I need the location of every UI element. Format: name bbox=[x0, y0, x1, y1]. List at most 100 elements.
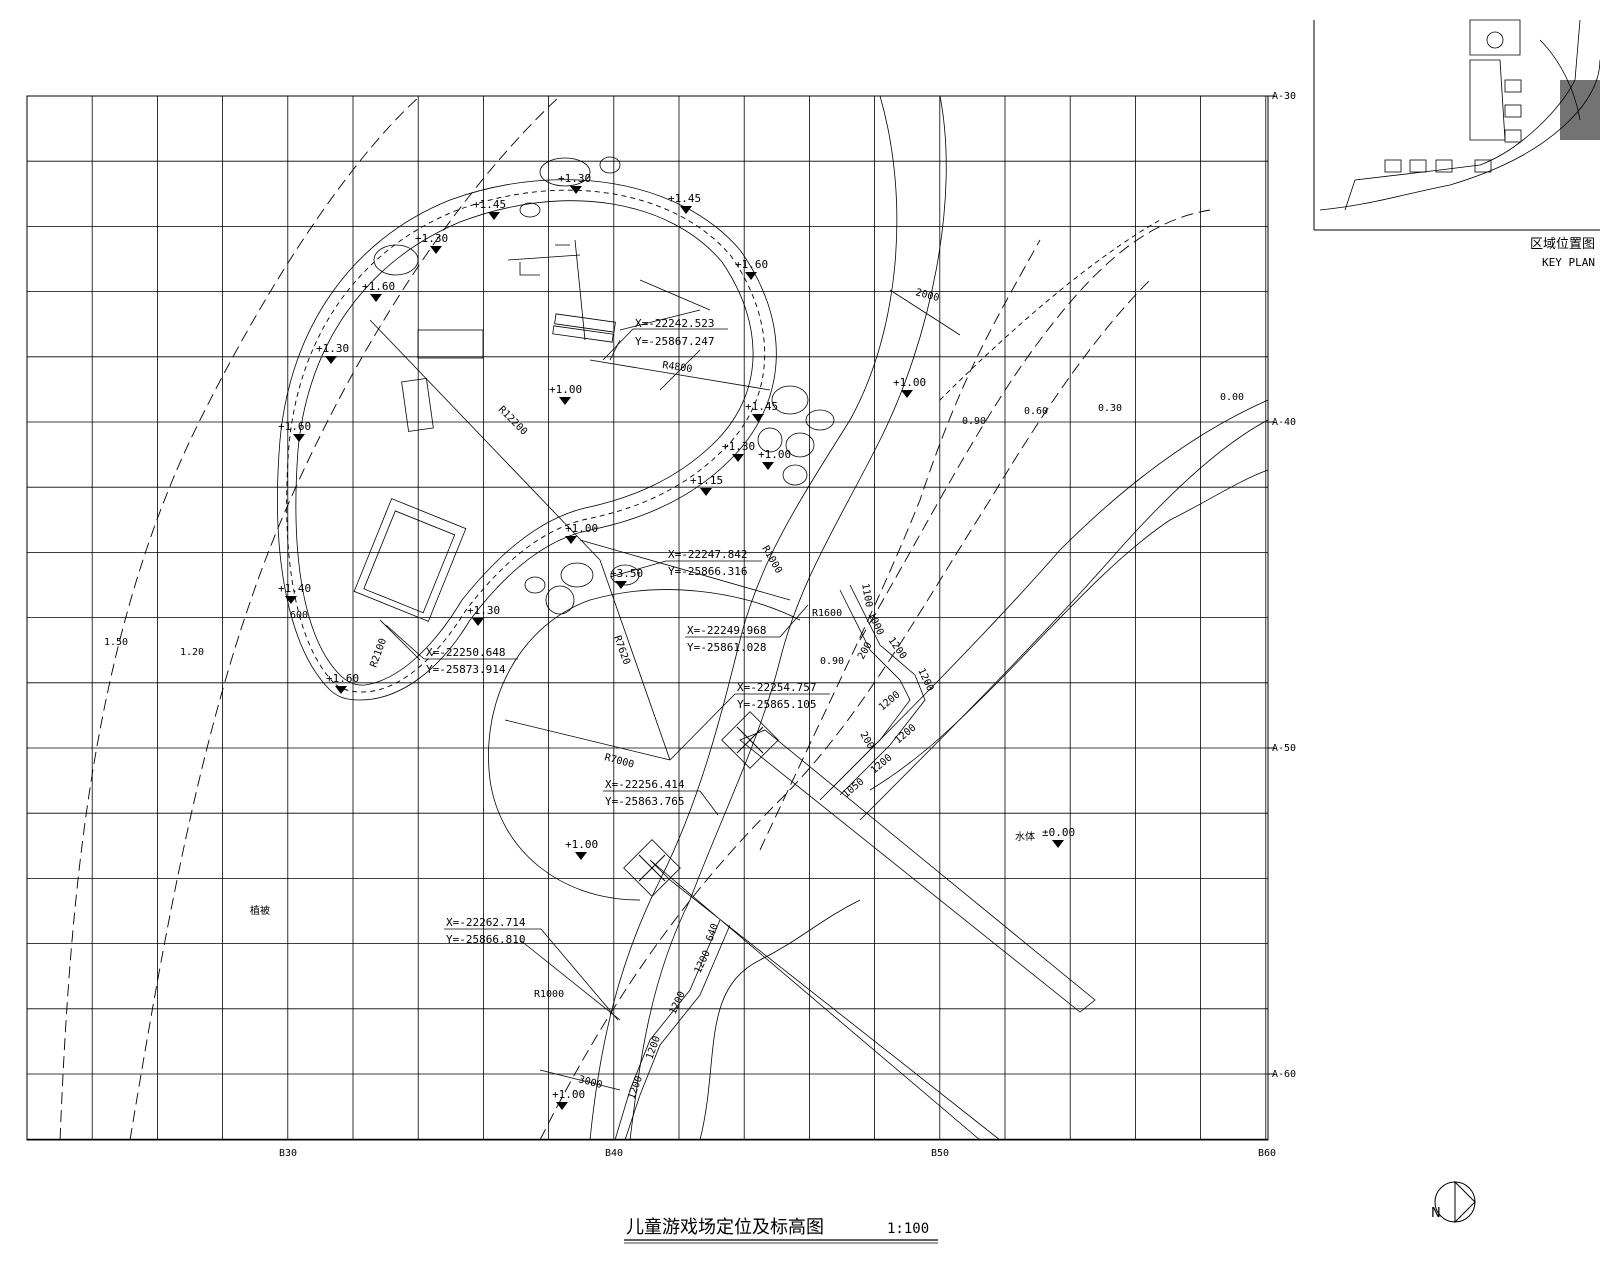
elevation-label: +1.60 bbox=[326, 672, 359, 685]
coordinate-callout: X=-22250.648 Y=-25873.914 bbox=[385, 624, 518, 676]
plaza-arc bbox=[369, 289, 961, 1091]
dimension-label: 2000 bbox=[914, 287, 940, 304]
elevation-marker: +1.45 bbox=[745, 400, 778, 422]
dimension-label: 1200 bbox=[915, 667, 935, 693]
grass-area-label: 植被 bbox=[250, 904, 270, 917]
coord-x: X=-22256.414 bbox=[605, 778, 685, 791]
axis-a40: A-40 bbox=[1272, 417, 1296, 428]
elevation-marker: +1.40 bbox=[278, 582, 311, 604]
dimension-labels: 2000 600 1100 1000 1200 1200 200 200 120… bbox=[290, 287, 940, 1101]
coordinate-callouts: X=-22242.523 Y=-25867.247 X=-22247.842 Y… bbox=[385, 317, 830, 1021]
elevation-label: +1.00 bbox=[565, 522, 598, 535]
contour-label: 0.90 bbox=[820, 656, 844, 667]
elevation-marker: +1.00 bbox=[565, 838, 598, 860]
elevation-marker: +1.00 bbox=[552, 1088, 585, 1110]
key-plan-label-en: KEY PLAN bbox=[1542, 256, 1595, 269]
radius-label: R1000 bbox=[759, 544, 784, 576]
elevation-marker: +1.30 bbox=[415, 232, 448, 254]
key-plan-label-cn: 区域位置图 bbox=[1530, 237, 1595, 252]
dimension-label: 1200 bbox=[668, 990, 688, 1016]
elevation-label: ±0.00 bbox=[1042, 826, 1075, 839]
radius-label: R7620 bbox=[611, 634, 632, 666]
elevation-marker: +1.60 bbox=[735, 258, 768, 280]
elevation-marker: +1.00 bbox=[565, 522, 598, 544]
elevation-label: +1.00 bbox=[893, 376, 926, 389]
north-arrow-icon: N bbox=[1431, 1180, 1476, 1224]
dimension-label: 1200 bbox=[626, 1075, 645, 1101]
elevation-label: +1.45 bbox=[668, 192, 701, 205]
elevation-marker: +1.45 bbox=[668, 192, 701, 214]
axis-b50: B50 bbox=[931, 1148, 949, 1159]
coordinate-callout: X=-22249.968 Y=-25861.028 bbox=[685, 604, 809, 654]
elevation-label: +1.60 bbox=[362, 280, 395, 293]
bottom-axis-labels: B30 B40 B50 B60 bbox=[279, 1148, 1276, 1159]
elevation-label: +1.00 bbox=[758, 448, 791, 461]
coord-x: X=-22250.648 bbox=[426, 646, 505, 659]
radius-label: R1000 bbox=[534, 989, 564, 1000]
elevation-marker: +1.30 bbox=[467, 604, 500, 626]
boardwalks bbox=[614, 584, 1096, 1141]
contour-label: 0.60 bbox=[1024, 406, 1048, 417]
elevation-label: +1.00 bbox=[549, 383, 582, 396]
drawing-title: 儿童游戏场定位及标高图 1:100 bbox=[624, 1217, 938, 1244]
coord-x: X=-22262.714 bbox=[446, 916, 526, 929]
coord-y: Y=-25866.810 bbox=[446, 933, 525, 946]
contour-label: 0.30 bbox=[1098, 403, 1122, 414]
radius-label: R12200 bbox=[496, 404, 529, 437]
dimension-label: 1100 bbox=[859, 583, 874, 609]
dimension-label: 200 bbox=[856, 640, 875, 661]
dimension-label: 1000 bbox=[865, 611, 885, 637]
elevation-label: +1.30 bbox=[722, 440, 755, 453]
elevation-marker: +1.30 bbox=[722, 440, 755, 462]
elevation-label: +1.60 bbox=[278, 420, 311, 433]
plan-frame bbox=[26, 95, 1269, 1141]
elevation-label: +1.00 bbox=[552, 1088, 585, 1101]
coord-y: Y=-25873.914 bbox=[426, 663, 506, 676]
elevation-marker: +1.00 bbox=[758, 448, 791, 470]
key-plan: 区域位置图 KEY PLAN bbox=[1313, 19, 1600, 269]
radius-label: R7000 bbox=[603, 752, 635, 770]
dimension-label: 1200 bbox=[886, 635, 909, 661]
dimension-label: 1200 bbox=[893, 722, 919, 746]
elevation-marker: +1.30 bbox=[558, 172, 591, 194]
coordinate-callout: X=-22262.714 Y=-25866.810 bbox=[444, 916, 619, 1021]
elevation-marker: +1.60 bbox=[362, 280, 395, 302]
elevation-label: +1.60 bbox=[735, 258, 768, 271]
coord-y: Y=-25861.028 bbox=[687, 641, 766, 654]
coord-y: Y=-25867.247 bbox=[635, 335, 714, 348]
elevation-marker: +1.00 bbox=[549, 383, 582, 405]
coordinate-callout: X=-22247.842 Y=-25866.316 bbox=[609, 548, 762, 578]
dimension-label: 1200 bbox=[877, 689, 903, 713]
axis-b30: B30 bbox=[279, 1148, 297, 1159]
axis-a60: A-60 bbox=[1272, 1069, 1296, 1080]
contour-label: 1.50 bbox=[104, 637, 128, 648]
right-axis-labels: A-30 A-40 A-50 A-60 bbox=[1268, 91, 1296, 1080]
coord-y: Y=-25863.765 bbox=[605, 795, 684, 808]
dimension-label: 640 bbox=[704, 922, 721, 943]
coordinate-callout: X=-22242.523 Y=-25867.247 bbox=[602, 317, 728, 361]
elevation-marker: +1.15 bbox=[690, 474, 723, 496]
axis-b60: B60 bbox=[1258, 1148, 1276, 1159]
elevation-marker: ±0.00 bbox=[1042, 826, 1075, 848]
radius-label: R4800 bbox=[662, 360, 693, 375]
contour-label: 0.90 bbox=[962, 416, 986, 427]
contour-labels: 1.50 1.20 0.90 0.60 0.30 0.00 0.90 bbox=[104, 392, 1244, 667]
water-area-label: 水体 bbox=[1015, 831, 1035, 843]
contour-label: 1.20 bbox=[180, 647, 204, 658]
dimension-label: 600 bbox=[290, 610, 308, 621]
dimension-label: 1200 bbox=[869, 752, 895, 776]
radius-label: R1600 bbox=[812, 608, 842, 619]
coord-x: X=-22242.523 bbox=[635, 317, 714, 330]
axis-a30: A-30 bbox=[1272, 91, 1296, 102]
elevation-markers: +1.30 +1.45 +1.45 +1.30 +1.60 +1.60 +1.3… bbox=[278, 172, 1075, 1110]
elevation-label: +1.45 bbox=[473, 198, 506, 211]
elevation-label: +1.30 bbox=[316, 342, 349, 355]
play-equipment bbox=[353, 156, 835, 622]
elevation-marker: +1.60 bbox=[326, 672, 359, 694]
dimension-label: 1050 bbox=[841, 776, 867, 800]
coord-y: Y=-25865.105 bbox=[737, 698, 816, 711]
axis-b40: B40 bbox=[605, 1148, 623, 1159]
stream-banks bbox=[589, 95, 1269, 1141]
elevation-label: +1.00 bbox=[565, 838, 598, 851]
